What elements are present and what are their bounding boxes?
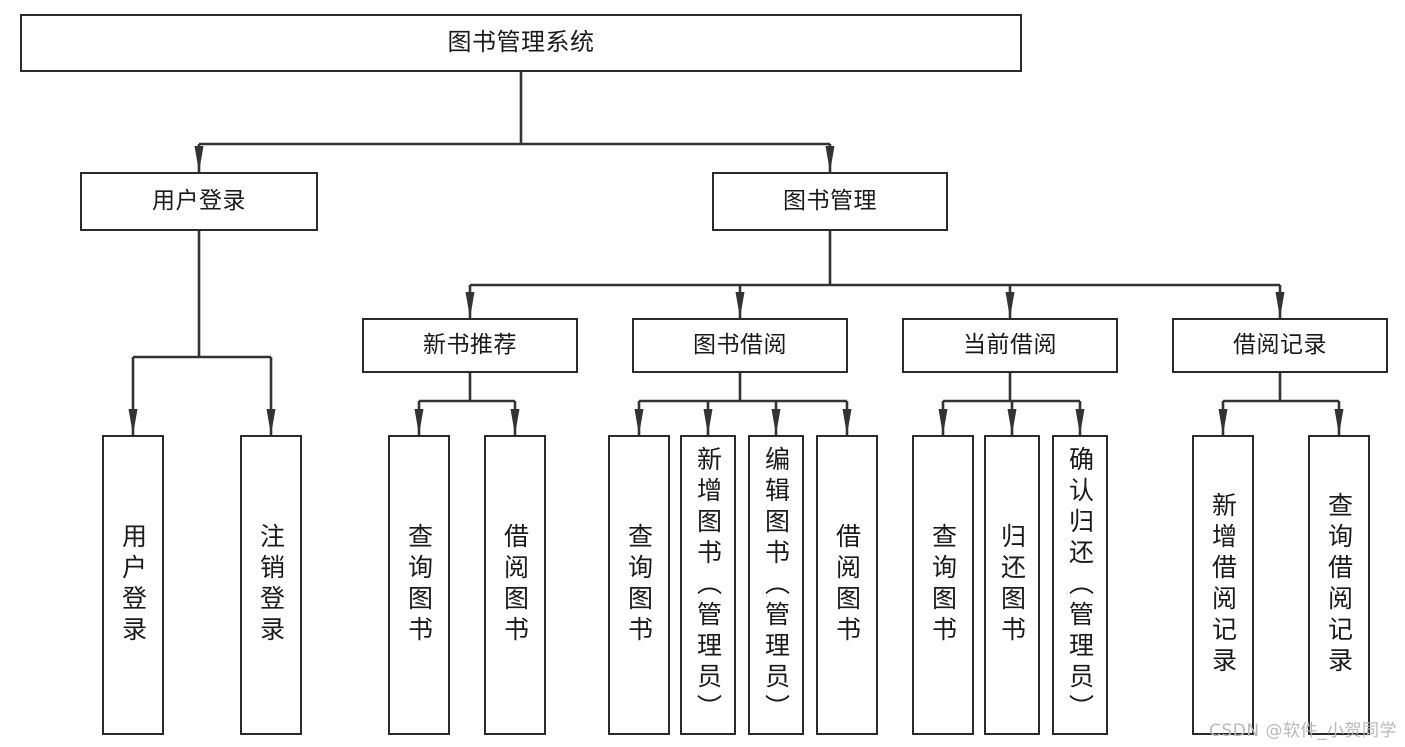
node-leaf-query-book-2-label: 查询图书: [624, 523, 654, 647]
node-book-borrow-label: 图书借阅: [693, 332, 787, 359]
node-leaf-query-record-label: 查询借阅记录: [1324, 492, 1354, 678]
node-leaf-borrow-book-1-label: 借阅图书: [500, 523, 530, 647]
node-leaf-query-book-3[interactable]: 查询图书: [912, 435, 974, 735]
node-leaf-add-record[interactable]: 新增借阅记录: [1192, 435, 1254, 735]
node-leaf-edit-book-label: 编辑图书（管理员）: [761, 445, 791, 725]
node-new-book-recommend-label: 新书推荐: [423, 332, 517, 359]
node-leaf-confirm-return[interactable]: 确认归还（管理员）: [1052, 435, 1108, 735]
node-leaf-return-book[interactable]: 归还图书: [984, 435, 1040, 735]
node-leaf-user-logout-label: 注销登录: [256, 523, 286, 647]
node-leaf-query-record[interactable]: 查询借阅记录: [1308, 435, 1370, 735]
node-leaf-user-login-label: 用户登录: [118, 523, 148, 647]
node-leaf-borrow-book-1[interactable]: 借阅图书: [484, 435, 546, 735]
node-root[interactable]: 图书管理系统: [20, 14, 1022, 72]
node-current-borrow[interactable]: 当前借阅: [902, 318, 1118, 373]
node-user-login[interactable]: 用户登录: [80, 172, 318, 231]
node-leaf-query-book-3-label: 查询图书: [928, 523, 958, 647]
node-book-borrow[interactable]: 图书借阅: [632, 318, 848, 373]
watermark-text: CSDN @软件_小贺同学: [1209, 721, 1397, 741]
node-book-manage-label: 图书管理: [783, 188, 877, 215]
node-leaf-query-book-1[interactable]: 查询图书: [388, 435, 450, 735]
node-leaf-user-login[interactable]: 用户登录: [102, 435, 164, 735]
node-leaf-borrow-book-2[interactable]: 借阅图书: [816, 435, 878, 735]
node-book-manage[interactable]: 图书管理: [712, 172, 948, 231]
node-leaf-user-logout[interactable]: 注销登录: [240, 435, 302, 735]
node-leaf-borrow-book-2-label: 借阅图书: [832, 523, 862, 647]
node-root-label: 图书管理系统: [447, 28, 595, 57]
node-leaf-add-record-label: 新增借阅记录: [1208, 492, 1238, 678]
node-borrow-record[interactable]: 借阅记录: [1172, 318, 1388, 373]
node-leaf-edit-book[interactable]: 编辑图书（管理员）: [748, 435, 804, 735]
node-leaf-return-book-label: 归还图书: [997, 523, 1027, 647]
node-leaf-query-book-2[interactable]: 查询图书: [608, 435, 670, 735]
node-borrow-record-label: 借阅记录: [1233, 332, 1327, 359]
node-new-book-recommend[interactable]: 新书推荐: [362, 318, 578, 373]
node-leaf-add-book-label: 新增图书（管理员）: [693, 445, 723, 725]
node-current-borrow-label: 当前借阅: [963, 332, 1057, 359]
node-leaf-query-book-1-label: 查询图书: [404, 523, 434, 647]
node-leaf-confirm-return-label: 确认归还（管理员）: [1065, 445, 1095, 725]
node-leaf-add-book[interactable]: 新增图书（管理员）: [680, 435, 736, 735]
node-user-login-label: 用户登录: [152, 188, 246, 215]
